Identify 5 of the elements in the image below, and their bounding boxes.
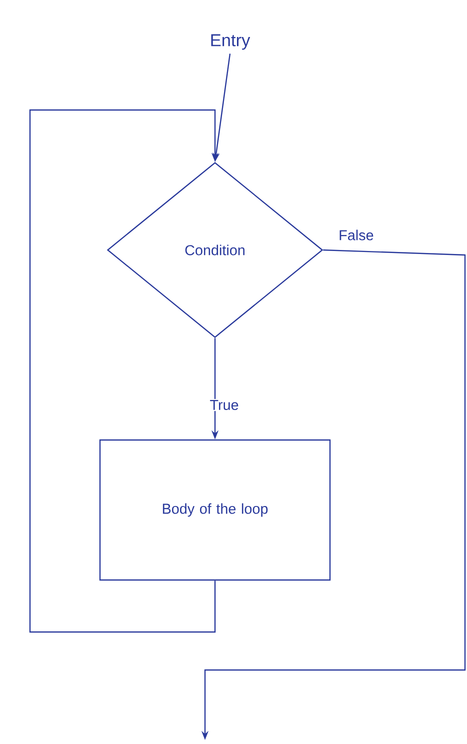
edge-label: True [208,398,240,412]
entry-label: Entry [211,34,250,50]
arrow [29,109,219,633]
edge-label: False [338,228,375,242]
process-box: Body of the loop [99,439,331,581]
